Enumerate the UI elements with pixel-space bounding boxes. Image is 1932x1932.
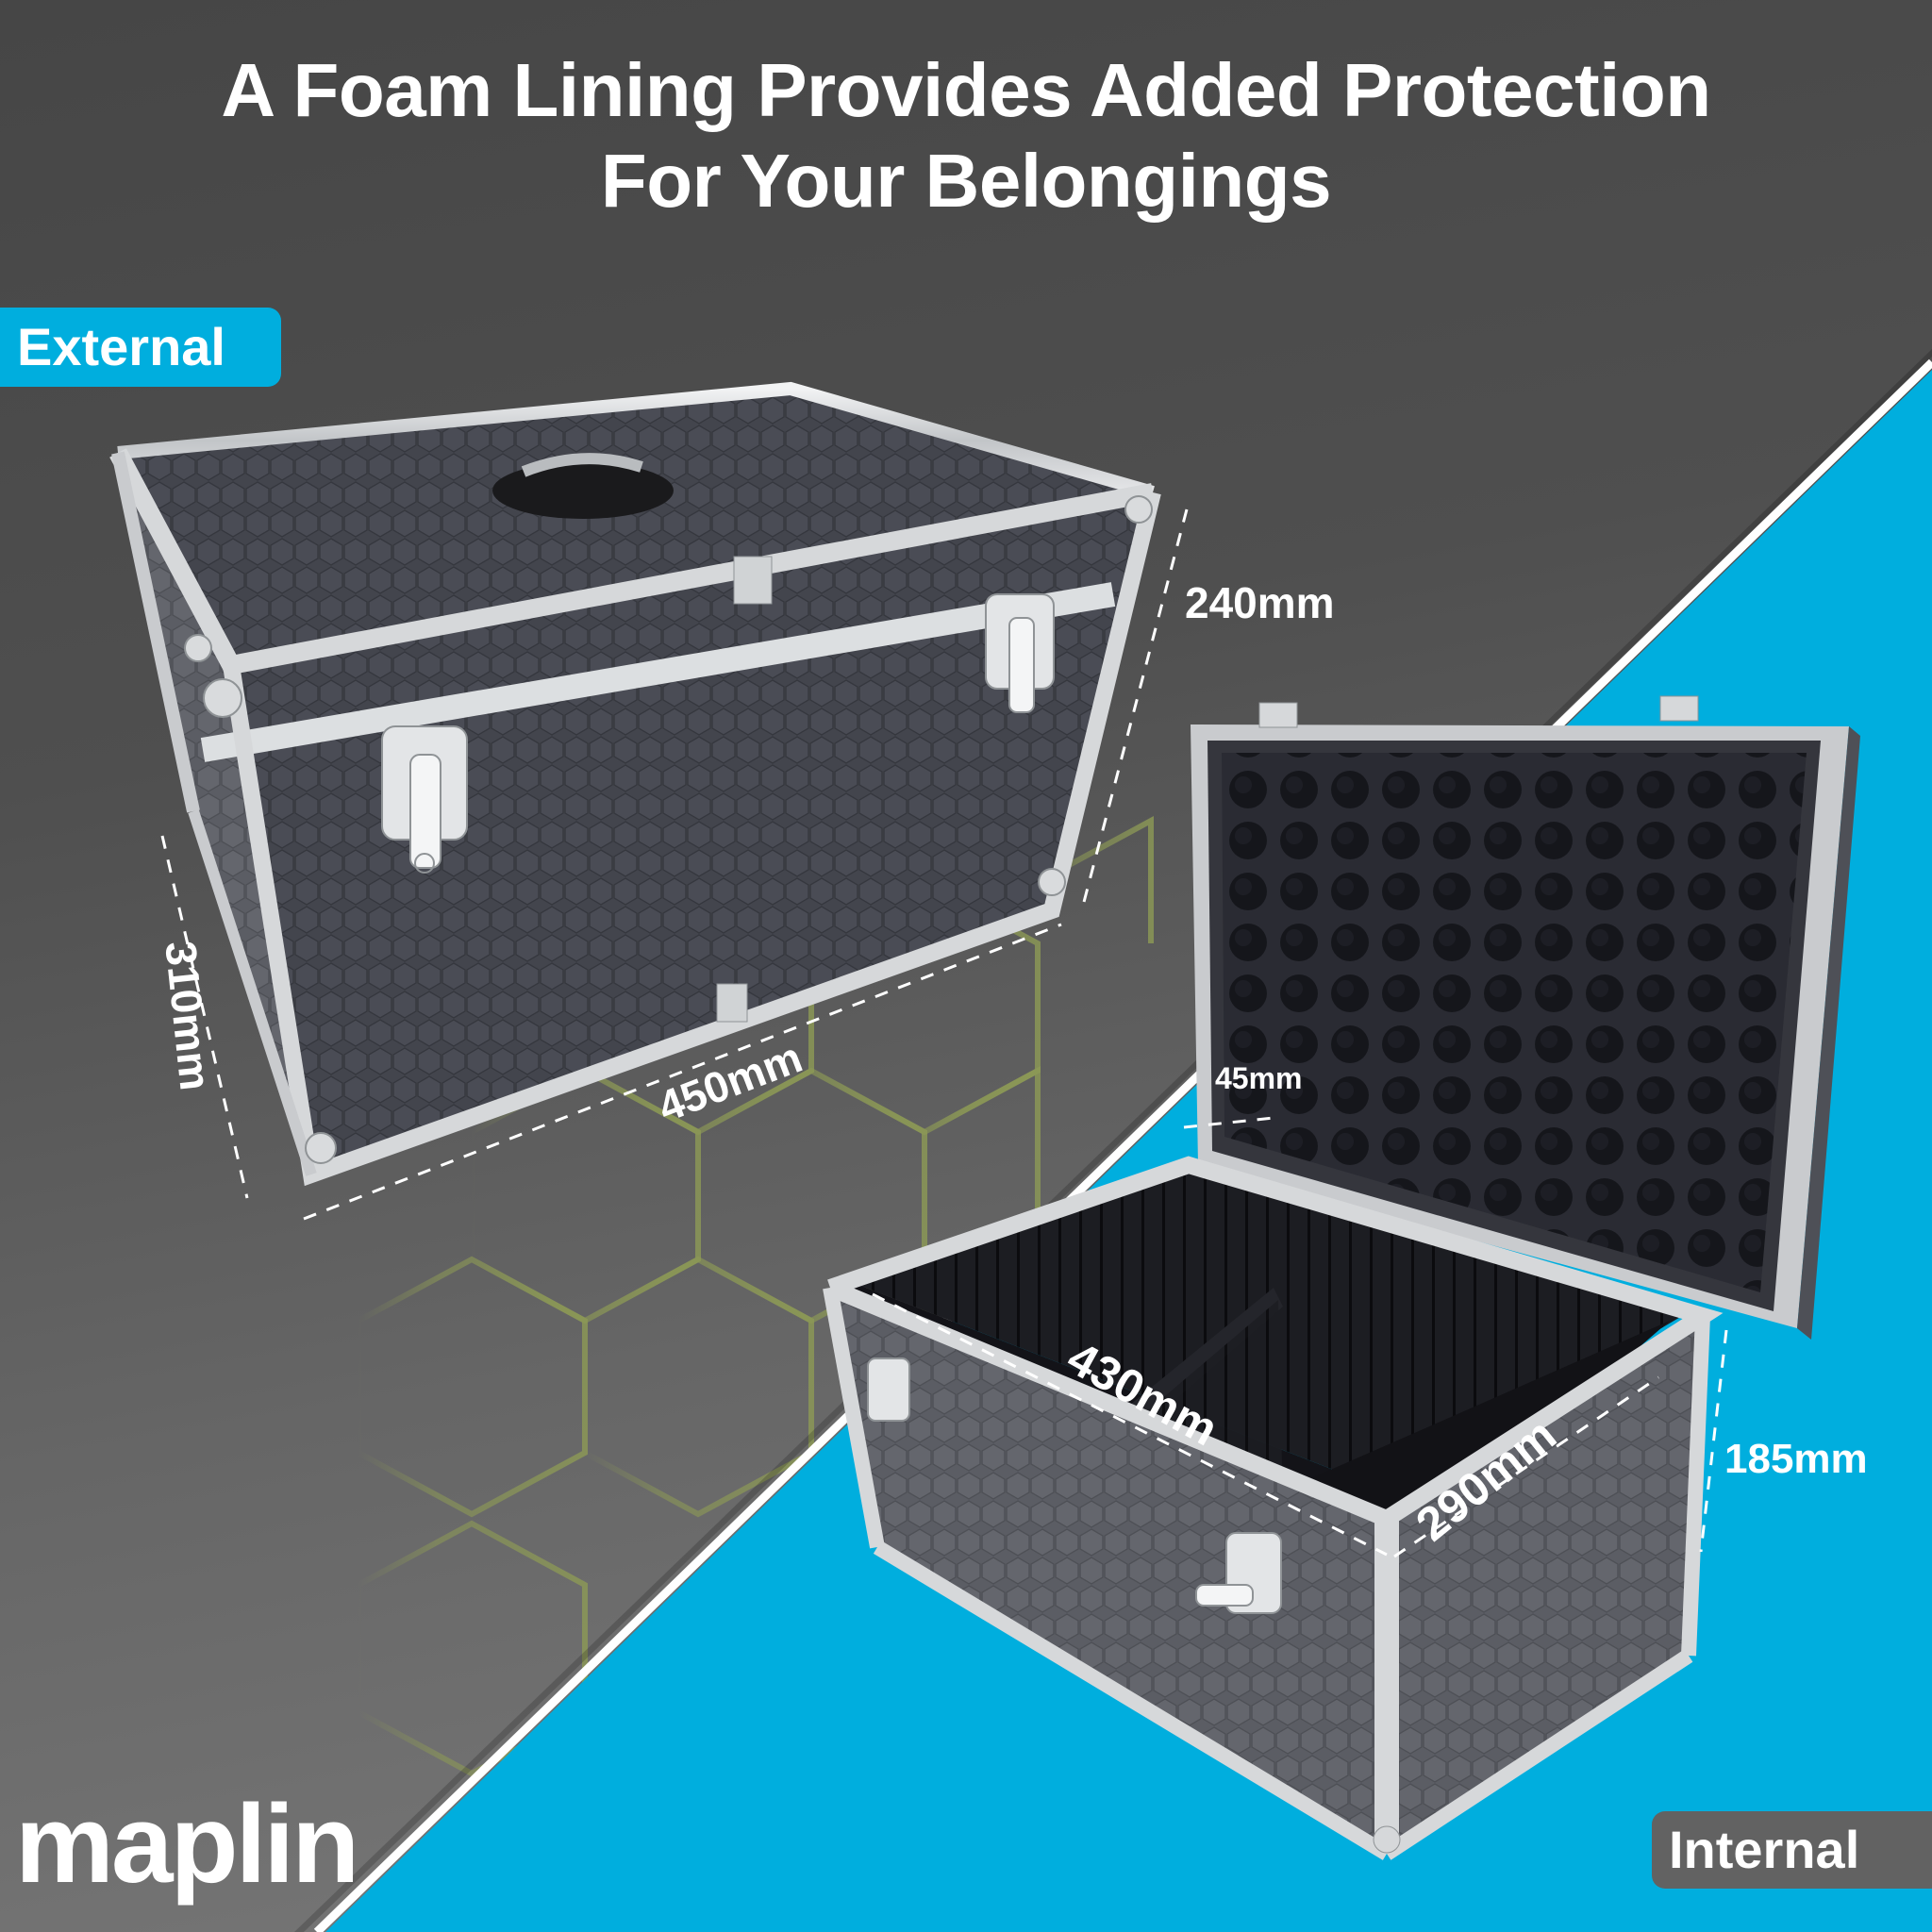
dimension-internal-height: 185mm: [1724, 1436, 1868, 1482]
interior-floor: [1283, 1321, 1670, 1566]
open-case-dimension-lines: [872, 1116, 1728, 1558]
open-case-side: [1387, 1316, 1703, 1854]
headline: A Foam Lining Provides Added Protection …: [0, 45, 1932, 226]
dimension-internal-lid-foam: 45mm: [1215, 1061, 1303, 1095]
headline-line-1: A Foam Lining Provides Added Protection: [221, 48, 1711, 132]
latch-icon: [381, 593, 1055, 874]
diagonal-white-stripe: [313, 358, 1932, 1932]
external-tag: External: [0, 308, 281, 387]
closed-case-front: [231, 492, 1153, 1174]
headline-line-2: For Your Belongings: [600, 139, 1332, 223]
open-case: [823, 695, 1860, 1860]
internal-tag: Internal: [1652, 1811, 1932, 1889]
closed-case-top: [118, 389, 1153, 665]
lid-foam: [1222, 753, 1807, 1292]
case-handle-icon: [492, 462, 674, 519]
dimension-external-depth: 240mm: [1185, 578, 1335, 627]
latch-icon: [867, 1357, 1282, 1614]
maplin-logo: maplin: [15, 1782, 359, 1907]
closed-case: [109, 381, 1161, 1187]
closed-case-dimension-lines: [160, 508, 1189, 1221]
closed-case-side: [118, 453, 311, 1174]
open-case-front: [830, 1288, 1387, 1854]
